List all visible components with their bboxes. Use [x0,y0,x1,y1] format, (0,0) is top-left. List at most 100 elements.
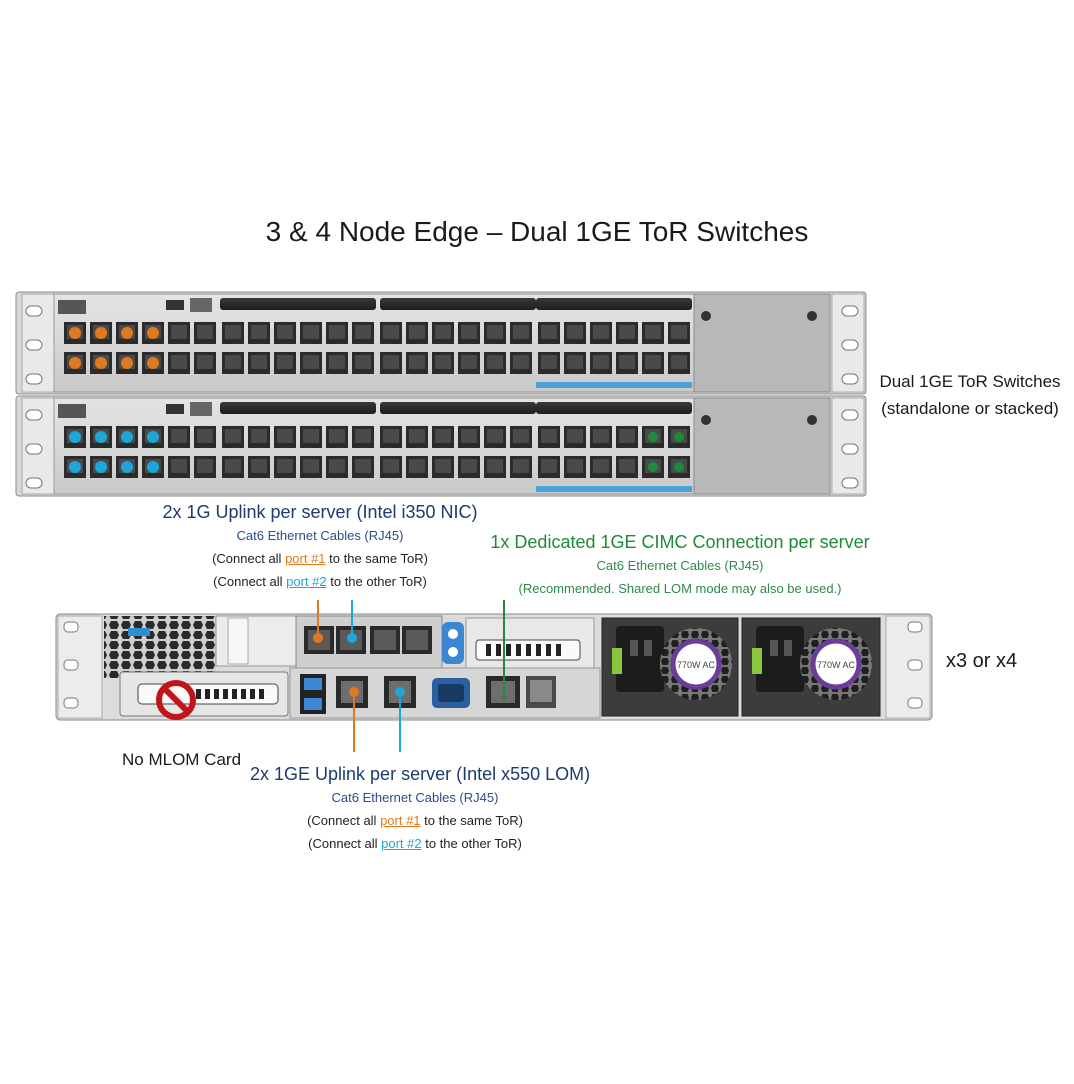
switch-port-inner [487,355,503,369]
rack-ear-hole [25,373,43,385]
lom-port2-dot [395,687,405,697]
switch-port-inner [303,429,319,443]
switch-port-inner [461,429,477,443]
switch-port-inner [461,325,477,339]
switch-port-inner [303,355,319,369]
switch-port-inner [225,325,241,339]
lom-callout: 2x 1GE Uplink per server (Intel x550 LOM… [250,764,590,851]
tor-switch-1 [15,291,867,395]
page-title: 3 & 4 Node Edge – Dual 1GE ToR Switches [265,216,809,247]
rack-ear-hole [841,305,859,317]
logo-mark [58,404,86,418]
usb-port [190,402,212,416]
tor-switch-2 [15,395,867,497]
switch-port-inner [513,429,529,443]
no-mlom-label: No MLOM Card [122,750,242,769]
switch-port-inner [541,325,557,339]
switch-port-inner [383,325,399,339]
rack-ear-hole [25,339,43,351]
switch-port-inner [567,429,583,443]
connected-port-dot [121,327,133,339]
switch-port-inner [409,325,425,339]
connected-port-dot [121,357,133,369]
cimc-callout: 1x Dedicated 1GE CIMC Connection per ser… [490,532,870,596]
cimc-port-dot [648,432,658,442]
lom-callout-cable: Cat6 Ethernet Cables (RJ45) [331,790,499,805]
switch-port-inner [225,459,241,473]
nic-callout-cable: Cat6 Ethernet Cables (RJ45) [236,528,404,543]
cimc-callout-cable: Cat6 Ethernet Cables (RJ45) [596,558,764,573]
switch-port-inner [567,325,583,339]
switch-port-inner [567,355,583,369]
switch-port-inner [513,325,529,339]
switch-port-inner [329,355,345,369]
switch-port-inner [277,459,293,473]
switch-port-inner [619,459,635,473]
psu-2: 770W AC [741,617,881,717]
switch-port-inner [409,429,425,443]
rack-ear-hole [841,339,859,351]
switch-port-inner [225,355,241,369]
nic-port1-dot [313,633,323,643]
connected-port-dot [147,327,159,339]
switch-port-inner [355,459,371,473]
switch-port-inner [435,429,451,443]
switch-port-inner [593,429,609,443]
tor-switch-label-line2: (standalone or stacked) [881,399,1059,418]
connected-port-dot [147,357,159,369]
connected-port-dot [69,431,81,443]
switch-port-inner [329,429,345,443]
switch-port-inner [671,325,687,339]
nic-callout-port2: (Connect all port #2 to the other ToR) [213,574,427,589]
screw [701,311,711,321]
switch-port-inner [277,429,293,443]
switch-port-inner [619,355,635,369]
switch-port-inner [355,429,371,443]
rack-ear-hole [25,443,43,455]
cimc-port-dot [674,432,684,442]
switch-port-inner [171,355,187,369]
usb-port [190,298,212,312]
connected-port-dot [69,461,81,473]
psu-1-label: 770W AC [677,660,716,670]
connected-port-dot [147,431,159,443]
switch-port-inner [197,429,213,443]
switch-port-inner [619,429,635,443]
switch-port-inner [541,429,557,443]
lom-callout-port1: (Connect all port #1 to the same ToR) [307,813,523,828]
port-bank-header [220,298,376,310]
rack-ear-hole [841,373,859,385]
switch-port-inner [303,325,319,339]
switch-port-inner [593,325,609,339]
rack-ear-hole [25,409,43,421]
switch-port-inner [329,459,345,473]
switch-port-inner [197,459,213,473]
cimc-callout-title: 1x Dedicated 1GE CIMC Connection per ser… [490,532,870,552]
nic-port2-dot [347,633,357,643]
switch-port-inner [567,459,583,473]
cimc-callout-note: (Recommended. Shared LOM mode may also b… [518,581,842,596]
switch-port-inner [383,459,399,473]
switch-port-inner [329,325,345,339]
switch-port-inner [383,355,399,369]
connected-port-dot [95,327,107,339]
switch-port-inner [251,325,267,339]
connected-port-dot [69,357,81,369]
switch-port-inner [277,355,293,369]
console-port [166,404,184,414]
port-bank-header [380,402,536,414]
switch-port-inner [461,355,477,369]
connected-port-dot [147,461,159,473]
switch-port-inner [383,429,399,443]
switch-port-inner [171,325,187,339]
switch-port-inner [593,459,609,473]
port-bank-header [536,298,692,310]
connected-port-dot [95,357,107,369]
switch-port-inner [513,355,529,369]
switch-port-inner [435,325,451,339]
logo-mark [58,300,86,314]
server-count-label: x3 or x4 [946,650,1018,672]
switch-port-inner [461,459,477,473]
port-bank-header [380,298,536,310]
switch-port-inner [251,355,267,369]
